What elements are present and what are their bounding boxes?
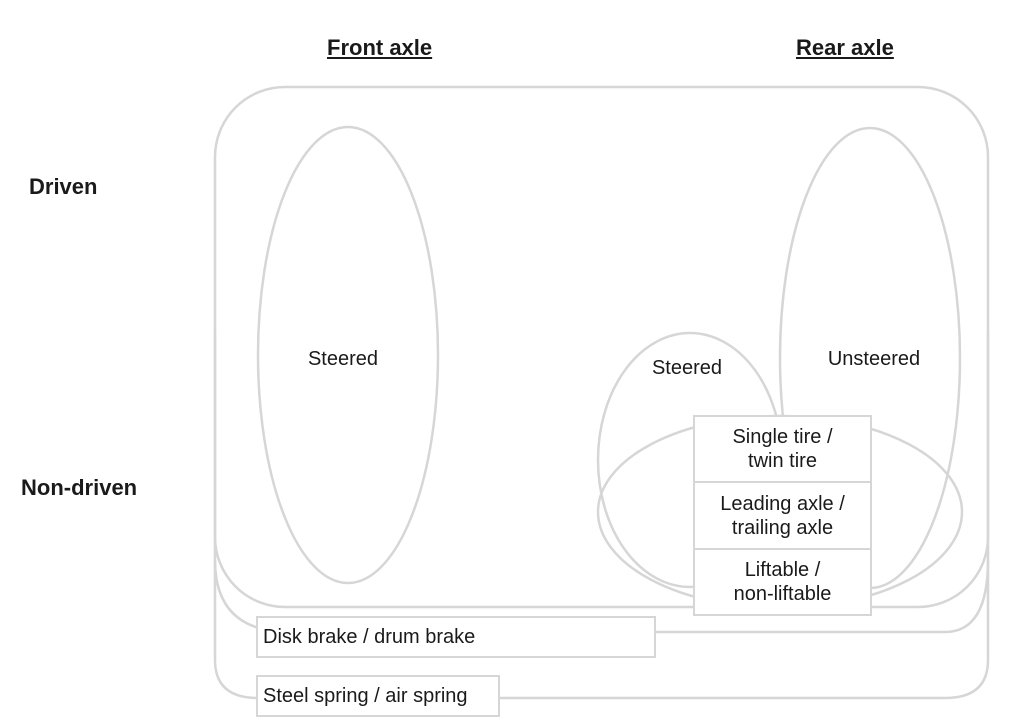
spring-box xyxy=(256,675,500,717)
outer-suspension-boundary-right xyxy=(498,330,990,700)
brake-label: Disk brake / drum brake xyxy=(263,625,476,648)
tire-option-cell: Single tire / twin tire xyxy=(694,416,871,482)
lift-option-box xyxy=(693,548,872,616)
rear-steered-label: Steered xyxy=(651,357,723,379)
tire-option-line-2: twin tire xyxy=(748,450,817,472)
front-steered-ellipse xyxy=(256,125,440,585)
axle-option-box xyxy=(693,481,872,550)
front-axle-header: Front axle xyxy=(327,35,433,60)
front-steered-label: Steered xyxy=(307,348,379,370)
spring-label: Steel spring / air spring xyxy=(263,684,468,707)
rear-axle-header: Rear axle xyxy=(796,35,894,60)
main-axle-frame xyxy=(213,85,990,609)
non-driven-row-label: Non-driven xyxy=(21,475,138,500)
brake-box xyxy=(256,616,656,658)
axle-option-line-1: Leading axle / xyxy=(720,492,845,515)
lift-option-line-2: non-liftable xyxy=(733,583,832,605)
tire-option-line-1: Single tire / xyxy=(732,426,833,448)
lift-option-cell: Liftable / non-liftable xyxy=(694,549,871,615)
lift-option-line-1: Liftable / xyxy=(744,559,821,581)
driven-row-label: Driven xyxy=(29,174,98,199)
axle-option-line-2: trailing axle xyxy=(731,516,834,539)
axle-option-cell: Leading axle / trailing axle xyxy=(694,482,871,549)
rear-unsteered-label: Unsteered xyxy=(827,348,921,370)
